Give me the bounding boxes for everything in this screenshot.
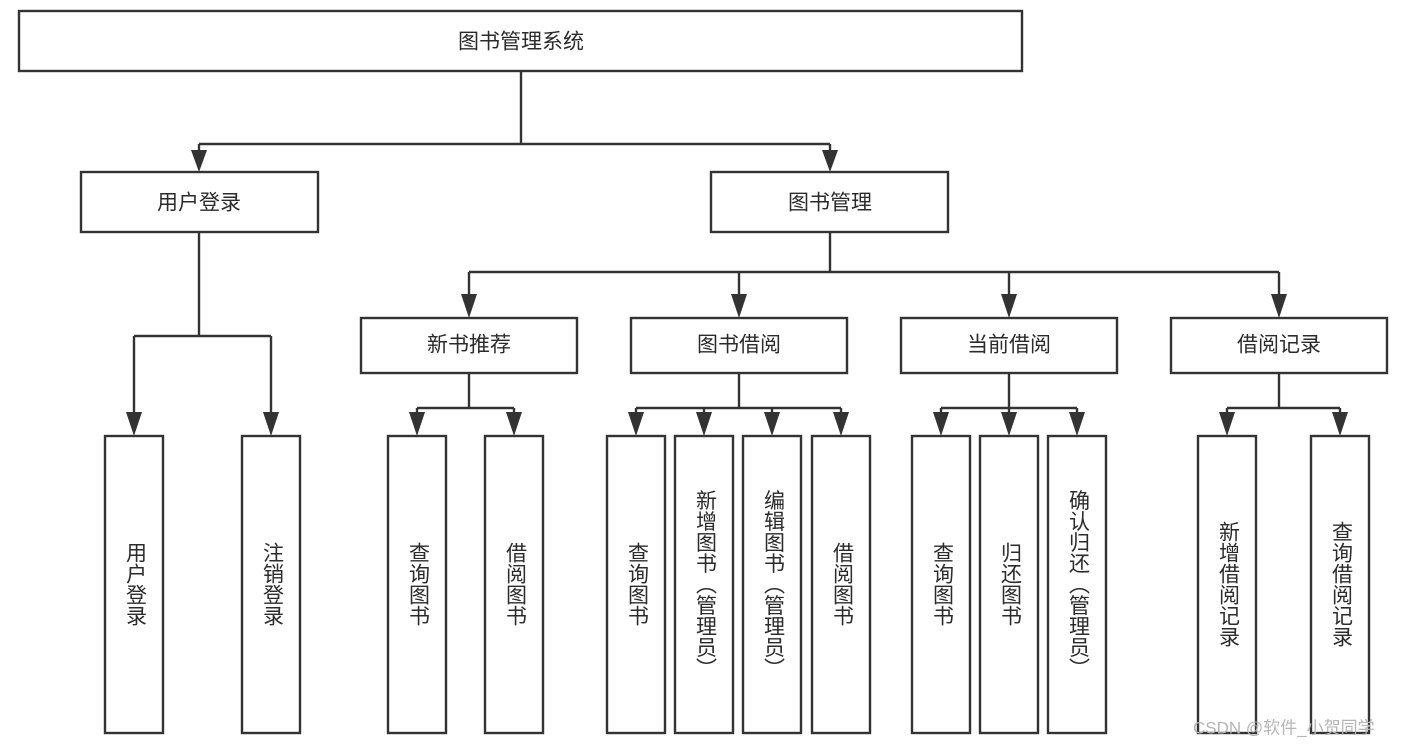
leaf-current-return-label: 归还图书 [998,542,1022,626]
leaf-node[interactable]: 用户登录 [103,434,165,735]
arrow-current-leaf-2 [1001,412,1017,436]
leaf-borrow-add-box[interactable] [673,434,735,735]
leaf-logout-box[interactable] [240,434,302,735]
leaf-node[interactable]: 查询图书 [386,434,448,735]
arrow-borrow-leaf-2 [696,412,712,436]
leaf-node[interactable]: 确认归还（管理员） [1046,434,1108,735]
leaf-current-confirm-box[interactable] [1046,434,1108,735]
node-current-borrow[interactable]: 当前借阅 [899,316,1119,375]
node-book-borrow-box[interactable] [629,316,849,375]
edges-layer [126,71,1348,436]
node-user-login-label: 用户登录 [157,192,241,215]
arrow-newbook-leaf-1 [409,412,425,436]
node-current-borrow-box[interactable] [899,316,1119,375]
leaf-records-add-label: 新增借阅记录 [1216,521,1240,647]
leaf-node[interactable]: 借阅图书 [810,434,872,735]
leaf-node[interactable]: 查询图书 [910,434,972,735]
leaf-records-query-box[interactable] [1309,434,1371,735]
leaf-node[interactable]: 新增图书（管理员） [673,434,735,735]
arrow-current-leaf-3 [1069,412,1085,436]
node-borrow-records-label: 借阅记录 [1237,334,1321,357]
node-book-borrow[interactable]: 图书借阅 [629,316,849,375]
leaf-user-login-box[interactable] [103,434,165,735]
leaf-borrow-edit-label: 编辑图书（管理员） [761,490,785,679]
leaf-current-return-box[interactable] [978,434,1040,735]
node-root-label: 图书管理系统 [458,31,584,54]
node-book-management-label: 图书管理 [788,192,872,215]
leaf-records-query-label: 查询借阅记录 [1329,521,1353,647]
leaf-node[interactable]: 注销登录 [240,434,302,735]
node-borrow-records-box[interactable] [1169,316,1389,375]
leaf-logout-label: 注销登录 [260,542,284,626]
leaf-node[interactable]: 编辑图书（管理员） [741,434,803,735]
node-new-book-recommend-label: 新书推荐 [427,334,511,357]
node-root[interactable]: 图书管理系统 [17,9,1024,73]
arrow-current-leaf-1 [933,412,949,436]
arrow-to-leaf-logout [263,412,279,436]
node-new-book-recommend[interactable]: 新书推荐 [359,316,579,375]
node-book-borrow-label: 图书借阅 [697,334,781,357]
node-user-login[interactable]: 用户登录 [79,170,320,234]
leaf-node[interactable]: 借阅图书 [483,434,545,735]
leaf-borrow-edit-box[interactable] [741,434,803,735]
arrow-records-leaf-2 [1332,412,1348,436]
arrow-to-user-login [191,150,207,172]
leaf-newbook-borrow-box[interactable] [483,434,545,735]
leaf-borrow-borrow-label: 借阅图书 [830,542,854,626]
leaf-user-login-label: 用户登录 [123,542,147,626]
leaf-borrow-query-box[interactable] [605,434,667,735]
leaf-records-add-box[interactable] [1196,434,1258,735]
node-book-management-box[interactable] [709,170,950,234]
arrow-to-new-book-rec [461,294,477,318]
node-new-book-recommend-box[interactable] [359,316,579,375]
arrow-borrow-leaf-4 [833,412,849,436]
leaf-borrow-borrow-box[interactable] [810,434,872,735]
leaf-borrow-query-label: 查询图书 [625,542,649,626]
leaf-newbook-query-label: 查询图书 [406,542,430,626]
node-root-box[interactable] [17,9,1024,73]
arrow-to-current-borrow [1001,294,1017,318]
node-current-borrow-label: 当前借阅 [967,334,1051,357]
leaf-borrow-add-label: 新增图书（管理员） [693,490,717,679]
arrow-borrow-leaf-1 [628,412,644,436]
leaf-node[interactable]: 归还图书 [978,434,1040,735]
arrow-to-borrow-records [1271,294,1287,318]
leaf-node[interactable]: 查询图书 [605,434,667,735]
leaf-current-confirm-label: 确认归还（管理员） [1066,490,1090,679]
arrow-borrow-leaf-3 [764,412,780,436]
arrow-to-book-borrow [731,294,747,318]
node-borrow-records[interactable]: 借阅记录 [1169,316,1389,375]
arrow-to-leaf-user-login [126,412,142,436]
arrow-to-book-mgmt [822,150,838,172]
leaf-current-query-box[interactable] [910,434,972,735]
leaf-current-query-label: 查询图书 [930,542,954,626]
leaf-newbook-borrow-label: 借阅图书 [503,542,527,626]
leaf-node[interactable]: 查询借阅记录 [1309,434,1371,735]
csdn-watermark: CSDN @软件_小贺同学 [1193,718,1375,737]
leaf-newbook-query-box[interactable] [386,434,448,735]
node-book-management[interactable]: 图书管理 [709,170,950,234]
arrow-records-leaf-1 [1219,412,1235,436]
leaf-node[interactable]: 新增借阅记录 [1196,434,1258,735]
arrow-newbook-leaf-2 [506,412,522,436]
node-user-login-box[interactable] [79,170,320,234]
